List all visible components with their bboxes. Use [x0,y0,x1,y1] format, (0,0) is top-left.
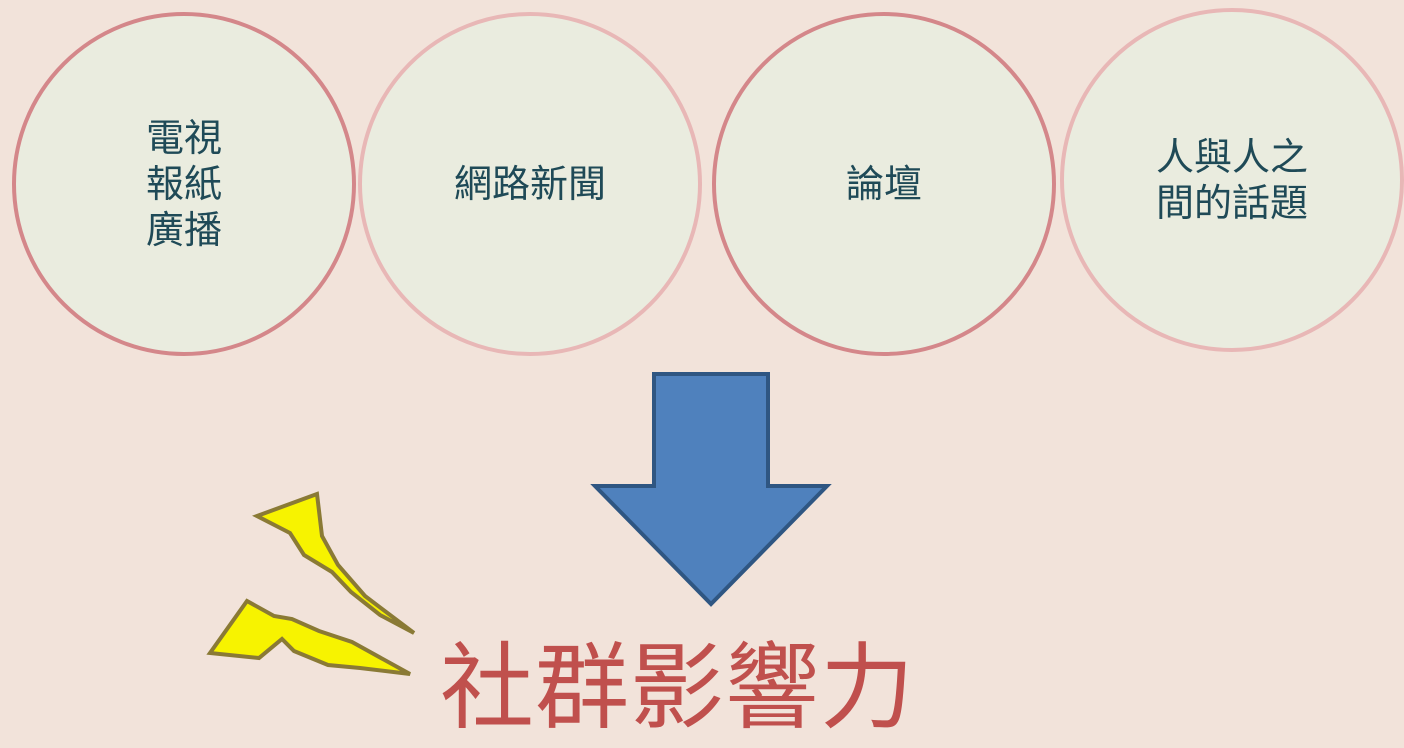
lightning-bolt-upper [252,491,416,635]
source-label-forum: 論壇 [845,162,922,206]
source-circle-traditional-media: 電視 報紙 廣播 [12,12,356,356]
down-arrow-shape [590,372,832,607]
source-circle-forum: 論壇 [712,12,1056,356]
lightning-icon [206,491,416,676]
down-arrow-icon [590,372,832,607]
lightning-bolt-lower [206,598,411,676]
source-label-online-news: 網路新聞 [453,162,606,206]
source-circle-online-news: 網路新聞 [358,12,702,356]
source-circle-conversation: 人與人之 間的話題 [1060,8,1404,352]
source-label-traditional-media: 電視 報紙 廣播 [145,116,222,252]
source-label-conversation: 人與人之 間的話題 [1155,135,1308,225]
social-influence-title: 社群影響力 [440,634,916,743]
